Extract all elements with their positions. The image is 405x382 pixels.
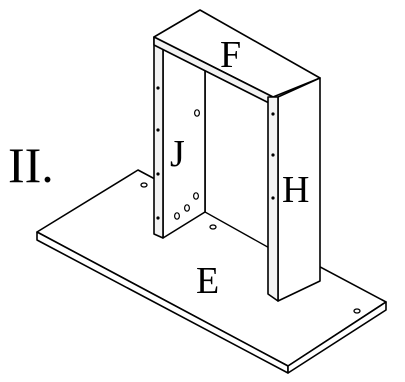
base-hole	[140, 182, 148, 188]
face-hole	[174, 212, 181, 220]
part-label-j: J	[170, 133, 185, 175]
base-right-edge	[287, 301, 387, 374]
edge-hole	[156, 128, 160, 132]
part-label-h: H	[282, 169, 309, 211]
face-hole	[193, 192, 200, 200]
edge-hole	[271, 112, 275, 116]
side-h-holes	[271, 112, 275, 200]
side-j-edge	[153, 36, 164, 239]
part-label-e: E	[196, 260, 219, 302]
side-j-face-holes	[174, 109, 201, 220]
edge-hole	[271, 153, 275, 157]
edge-hole	[156, 86, 160, 90]
base-hole	[209, 224, 217, 230]
face-hole	[184, 204, 191, 212]
base-holes	[140, 182, 361, 314]
edge-hole	[156, 216, 160, 220]
part-label-f: F	[220, 34, 241, 76]
base-panel-e	[36, 169, 387, 374]
face-hole	[194, 109, 201, 117]
side-panel-h	[267, 77, 321, 302]
base-hole	[353, 308, 361, 314]
edge-hole	[271, 196, 275, 200]
step-label: II.	[8, 137, 54, 193]
edge-hole	[156, 172, 160, 176]
